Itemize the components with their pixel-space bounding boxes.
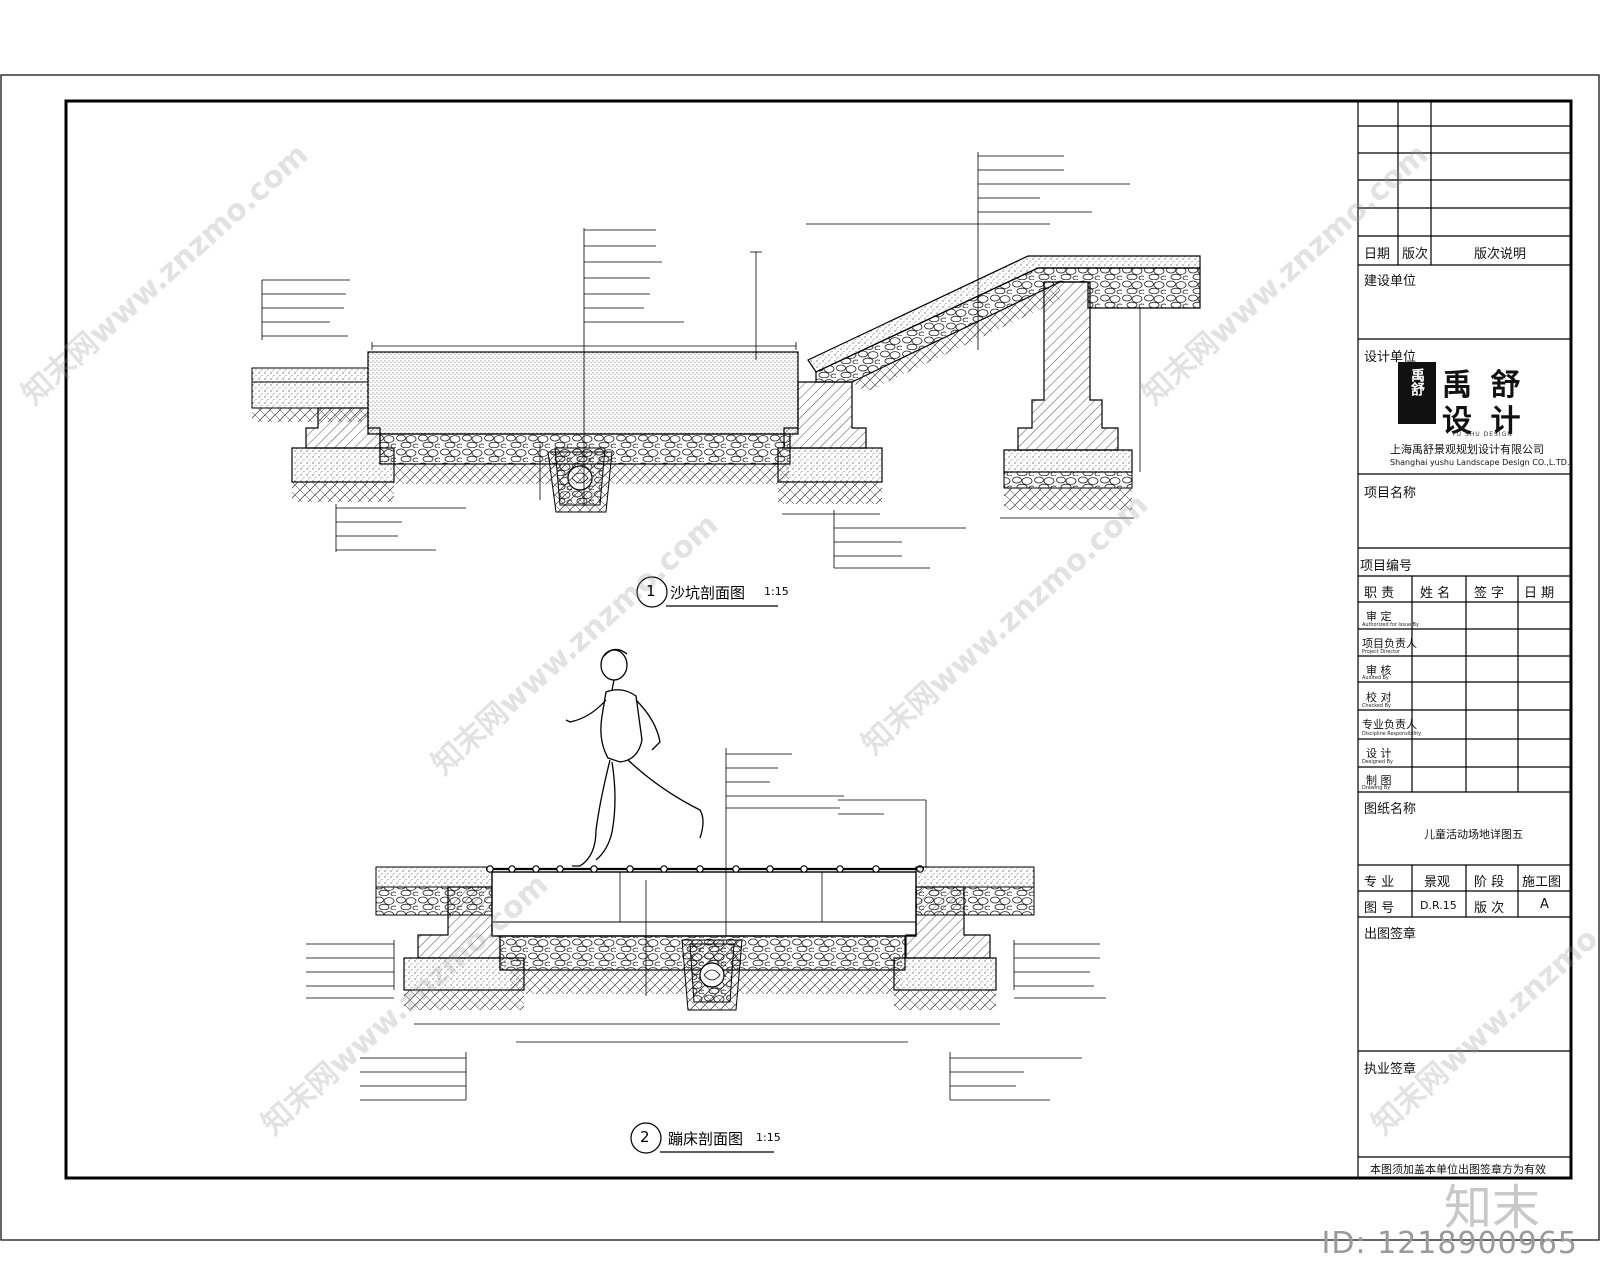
company-logo-seal: 禹舒 bbox=[1398, 362, 1436, 424]
company-logo-en: YU SHU DESIGN bbox=[1452, 431, 1513, 438]
date-header: 日 期 bbox=[1524, 586, 1555, 601]
issue-stamp-label: 出图签章 bbox=[1364, 927, 1417, 942]
company-logo-text-2: 设 计 bbox=[1442, 404, 1525, 439]
edition-note-label: 版次说明 bbox=[1474, 247, 1527, 262]
date-label: 日期 bbox=[1364, 247, 1391, 262]
title-block-grid bbox=[1357, 101, 1571, 1178]
edition-label: 版次 bbox=[1402, 247, 1429, 262]
section-2-number: 2 bbox=[640, 1128, 650, 1146]
revision-value: A bbox=[1540, 897, 1549, 912]
stage-label: 阶 段 bbox=[1474, 875, 1505, 890]
role-5: 设 计 bbox=[1366, 747, 1392, 760]
role-2-en: Audited By bbox=[1362, 675, 1389, 681]
role-3: 校 对 bbox=[1366, 691, 1392, 704]
discipline-label: 专 业 bbox=[1364, 875, 1395, 890]
license-stamp-label: 执业签章 bbox=[1364, 1062, 1417, 1077]
section-1-title: 沙坑剖面图 bbox=[670, 584, 746, 602]
role-0-en: Authorized for Issue By bbox=[1362, 622, 1419, 628]
project-name-label: 项目名称 bbox=[1364, 486, 1417, 501]
role-1-en: Project Director bbox=[1362, 649, 1401, 655]
role-4: 专业负责人 bbox=[1362, 718, 1417, 731]
child-figure bbox=[565, 648, 704, 867]
role-6: 制 图 bbox=[1366, 774, 1392, 787]
project-no-label: 项目编号 bbox=[1360, 559, 1413, 574]
sign-header: 签 字 bbox=[1474, 586, 1505, 601]
role-0: 审 定 bbox=[1366, 610, 1392, 623]
drawing-name-label: 图纸名称 bbox=[1364, 802, 1417, 817]
stage-value: 施工图 bbox=[1522, 875, 1562, 890]
section-2-title: 蹦床剖面图 bbox=[668, 1130, 744, 1148]
brand-watermark: 知末 bbox=[1443, 1180, 1540, 1236]
section-1-scale: 1:15 bbox=[764, 585, 789, 598]
role-1: 项目负责人 bbox=[1362, 637, 1417, 650]
role-header: 职 责 bbox=[1364, 586, 1395, 601]
section-2-trampoline-drawing bbox=[306, 648, 1106, 1154]
company-name-cn: 上海禹舒景观规划设计有限公司 bbox=[1390, 443, 1544, 456]
section-2-scale: 1:15 bbox=[756, 1131, 781, 1144]
role-3-en: Checked By bbox=[1362, 703, 1391, 709]
role-4-en: Discipline Responsibility bbox=[1362, 731, 1422, 737]
client-label: 建设单位 bbox=[1364, 274, 1417, 289]
drawing-name: 儿童活动场地详图五 bbox=[1424, 828, 1523, 841]
company-name-en: Shanghai yushu Landscape Design CO.,L.TD… bbox=[1390, 458, 1570, 467]
image-id: ID: 1218900965 bbox=[1321, 1226, 1578, 1261]
role-5-en: Designed By bbox=[1362, 759, 1393, 765]
footer-note: 本图须加盖本单位出图签章方为有效 bbox=[1370, 1163, 1546, 1176]
designer-label: 设计单位 bbox=[1364, 350, 1417, 365]
company-logo-text-1: 禹 舒 bbox=[1442, 368, 1525, 403]
outer-sheet-border bbox=[0, 74, 1600, 1241]
role-6-en: Drawing By bbox=[1362, 785, 1391, 791]
drawing-no-value: D.R.15 bbox=[1420, 899, 1457, 912]
name-header: 姓 名 bbox=[1420, 586, 1451, 601]
discipline-value: 景观 bbox=[1424, 875, 1451, 890]
role-2: 审 核 bbox=[1366, 664, 1392, 677]
drawing-frame bbox=[64, 99, 1573, 1180]
section-1-sandpit-drawing bbox=[251, 152, 1201, 608]
section-1-number: 1 bbox=[646, 582, 656, 600]
drawing-no-label: 图 号 bbox=[1364, 901, 1395, 916]
revision-label: 版 次 bbox=[1474, 901, 1505, 916]
